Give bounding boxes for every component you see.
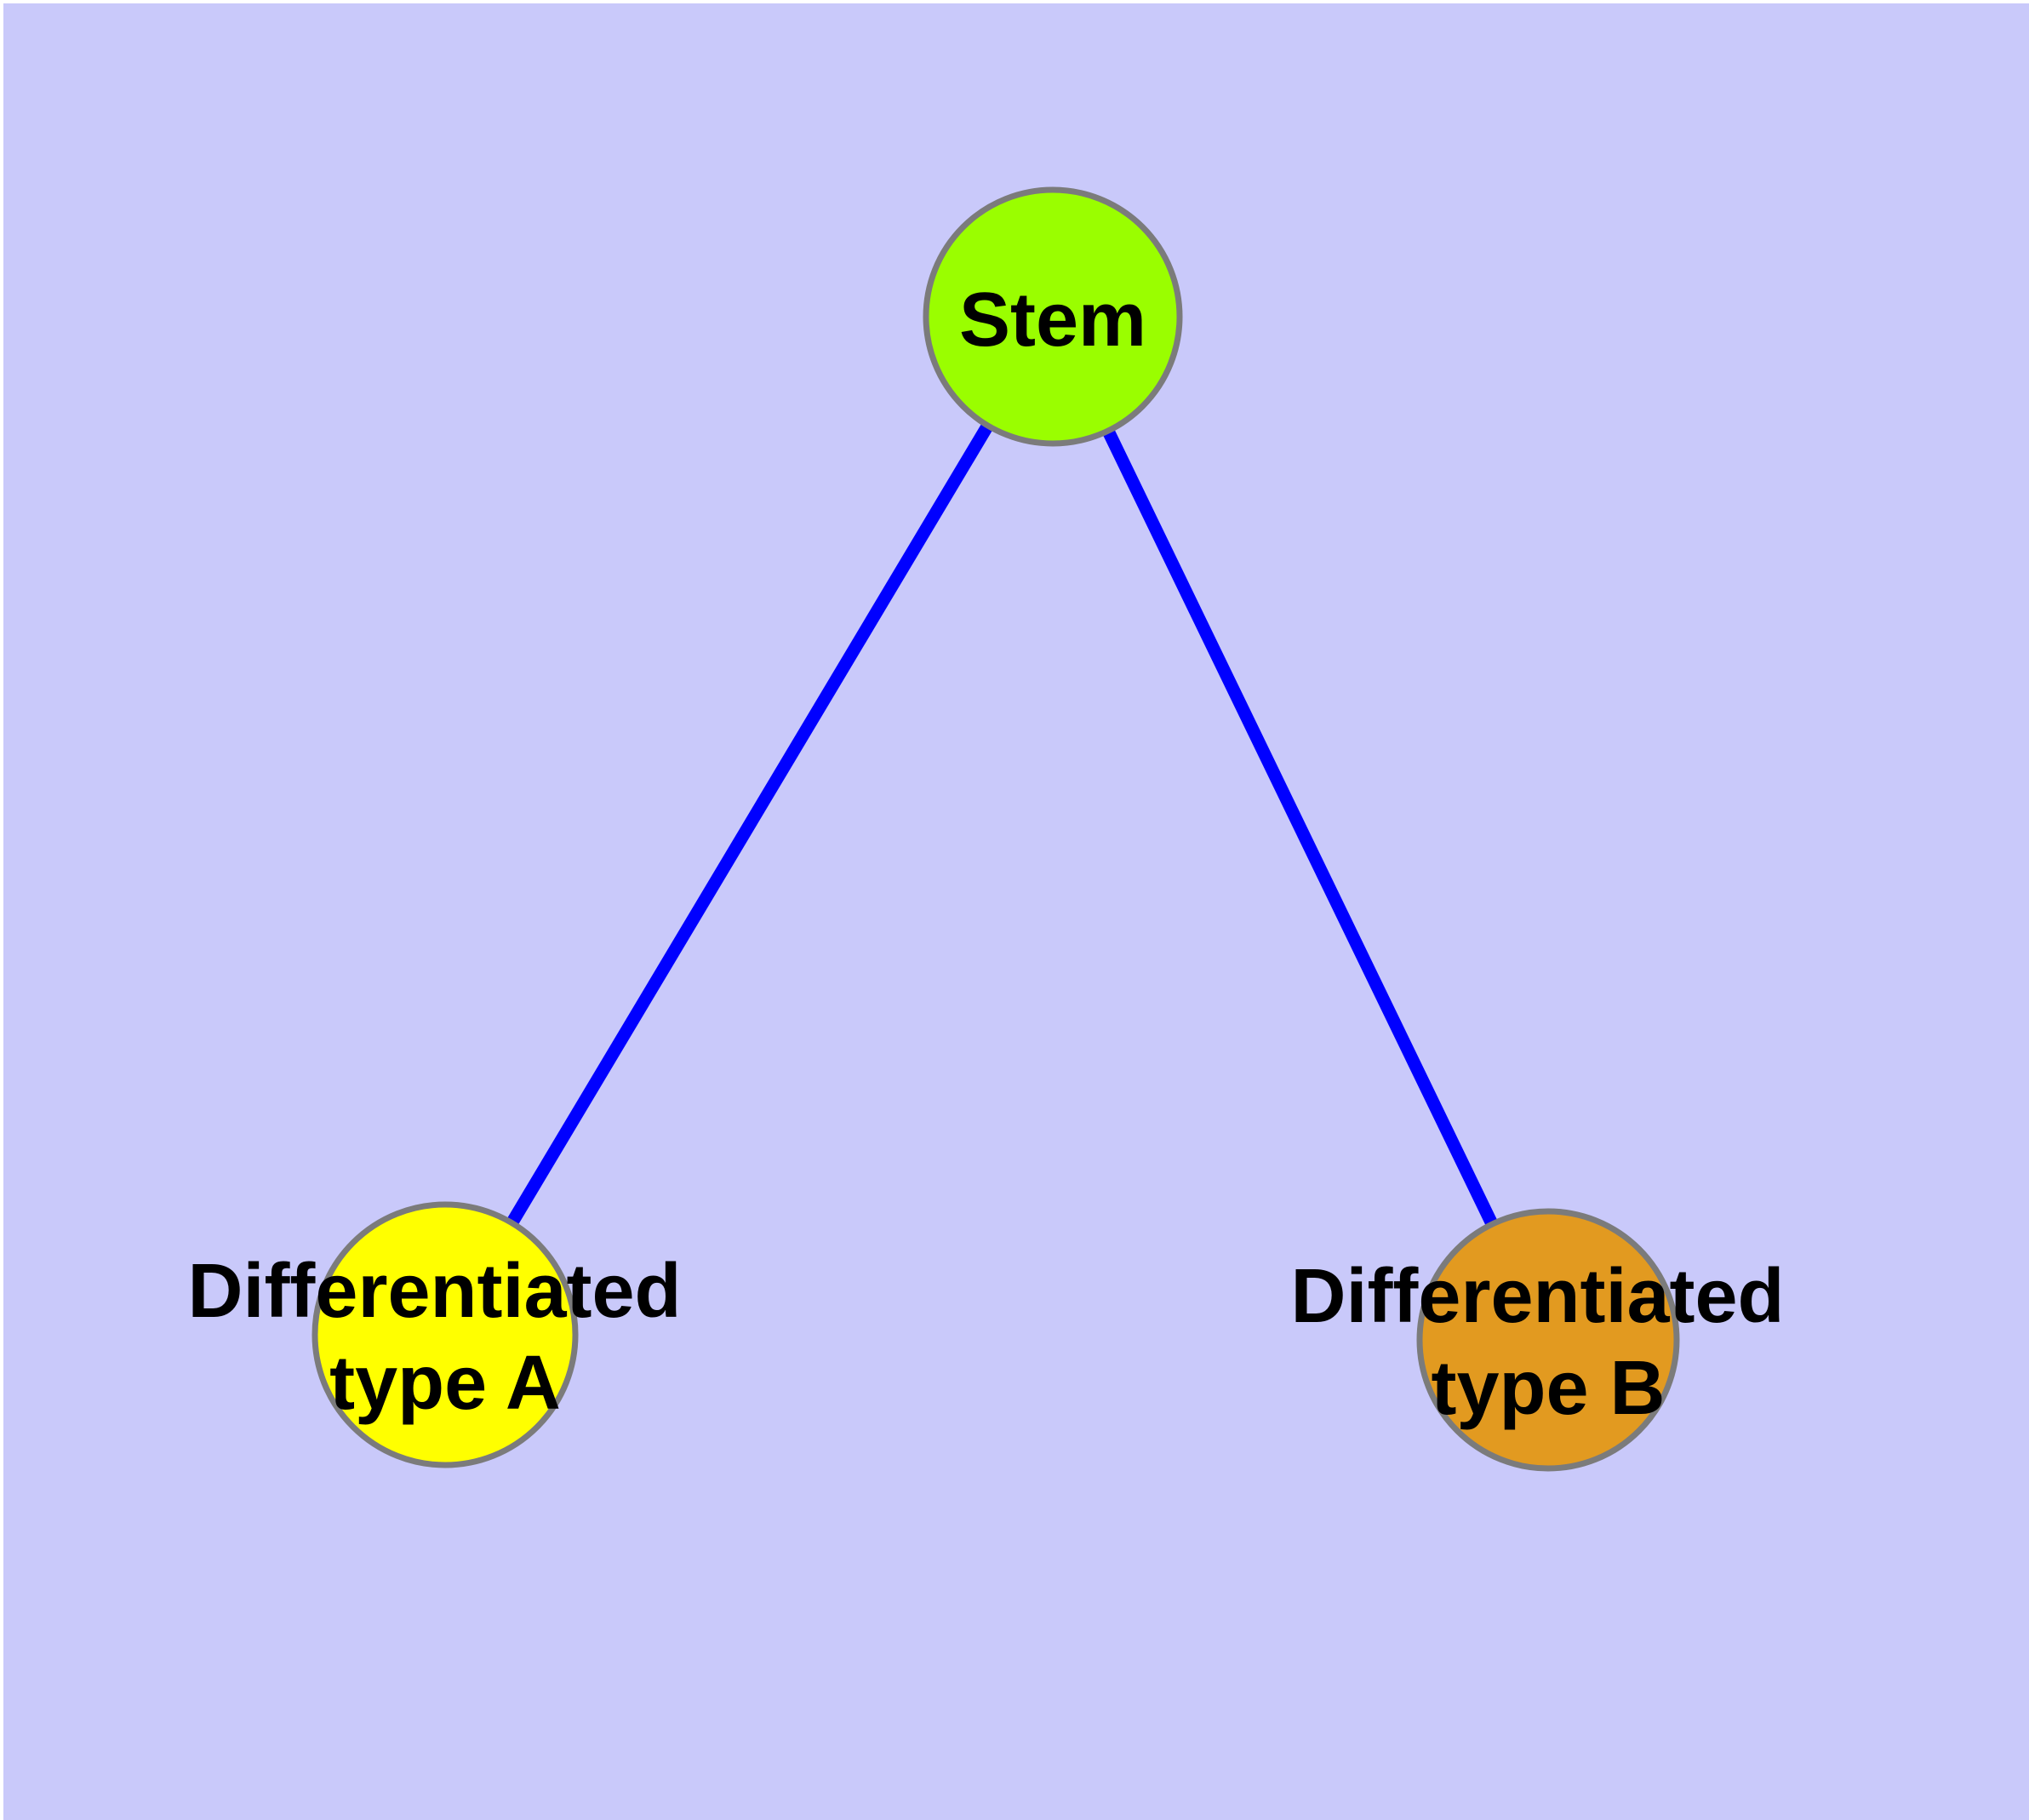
node-label-type-a-line1: Differentiated <box>187 1249 681 1334</box>
edge-stem-to-type-b <box>1047 313 1554 1343</box>
node-circle-differentiated-type-b[interactable] <box>1416 1208 1680 1472</box>
edge-stem-to-type-a <box>439 313 1059 1338</box>
node-label-type-b-line2: type B <box>1431 1346 1665 1431</box>
node-circle-stem[interactable] <box>923 186 1183 447</box>
node-label-type-b-line1: Differentiated <box>1290 1254 1784 1339</box>
node-label-differentiated-type-a: Differentiated type A <box>187 1249 702 1426</box>
node-label-stem: Stem <box>959 278 1146 363</box>
node-circle-differentiated-type-a[interactable] <box>311 1201 579 1468</box>
node-label-type-a-line2: type A <box>329 1341 561 1426</box>
node-label-stem-line1: Stem <box>959 278 1146 363</box>
node-label-differentiated-type-b: Differentiated type B <box>1290 1254 1805 1431</box>
